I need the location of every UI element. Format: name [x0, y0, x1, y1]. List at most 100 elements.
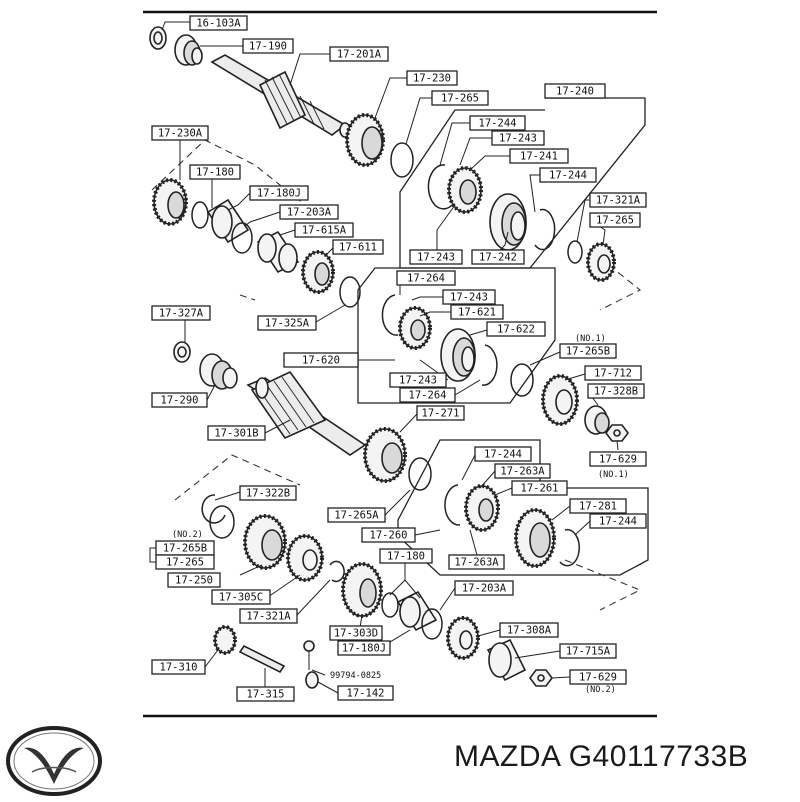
svg-text:17-264: 17-264: [409, 390, 447, 402]
svg-text:17-250: 17-250: [175, 575, 213, 587]
callout-99794-0825: 99794-0825: [330, 671, 381, 681]
svg-text:17-263A: 17-263A: [454, 557, 499, 569]
callout-17-328B: 17-328B: [587, 383, 645, 399]
svg-text:17-321A: 17-321A: [596, 195, 641, 207]
part-input-shaft-17-201A: [210, 54, 351, 138]
svg-text:17-265B: 17-265B: [566, 346, 610, 358]
guide-dashed-lower-left: [174, 454, 301, 501]
svg-text:17-620: 17-620: [302, 355, 340, 367]
callout-17-243-a: 17-243: [491, 130, 545, 146]
part-gear-17-308A: [446, 616, 480, 660]
part-ring-17-325A: [339, 276, 361, 308]
svg-text:17-611: 17-611: [339, 242, 377, 254]
guide-dashed-lower-right: [564, 559, 642, 611]
callout-17-243-d: 17-243: [389, 372, 447, 388]
svg-text:17-264: 17-264: [407, 273, 445, 285]
callout-17-308A: 17-308A: [499, 622, 559, 638]
callout-17-190: 17-190: [242, 38, 294, 54]
part-snap-ring-17-244-c: [444, 484, 461, 526]
svg-text:17-271: 17-271: [422, 408, 460, 420]
svg-text:17-240: 17-240: [556, 86, 594, 98]
callout-17-180J-b: 17-180J: [337, 640, 391, 656]
note-no1-top: (NO.1): [575, 334, 606, 344]
callout-17-611: 17-611: [332, 239, 384, 255]
part-bearing-17-180J-a: [206, 198, 250, 244]
callout-17-327A: 17-327A: [151, 305, 211, 321]
note-no1-bottom: (NO.1): [598, 470, 629, 480]
svg-text:17-265B: 17-265B: [163, 543, 207, 555]
part-sleeve-17-242: [489, 193, 527, 251]
svg-text:17-203A: 17-203A: [462, 583, 507, 595]
part-ring-17-203A-b: [421, 608, 443, 640]
callout-17-620: 17-620: [283, 352, 359, 368]
part-hub-17-241: [447, 166, 483, 214]
svg-text:17-629: 17-629: [579, 672, 617, 684]
svg-text:17-265: 17-265: [166, 557, 204, 569]
callout-17-265B-a: 17-265B: [559, 343, 617, 359]
callout-17-242: 17-242: [471, 249, 525, 265]
svg-text:17-712: 17-712: [594, 368, 632, 380]
svg-text:17-629: 17-629: [599, 454, 637, 466]
callout-17-240: 17-240: [544, 83, 606, 99]
callout-17-622: 17-622: [486, 321, 546, 337]
svg-text:17-265: 17-265: [596, 215, 634, 227]
guide-dashed-upper-left: [151, 139, 306, 206]
svg-text:17-243: 17-243: [399, 375, 437, 387]
callout-17-230A: 17-230A: [151, 125, 209, 141]
svg-text:17-244: 17-244: [479, 118, 517, 130]
part-idler-shaft-17-315: [238, 644, 286, 674]
part-snap-ring-17-244-d: [559, 528, 580, 567]
svg-text:17-315: 17-315: [247, 689, 285, 701]
part-gear-17-305C: [286, 534, 324, 582]
svg-text:17-328B: 17-328B: [594, 386, 638, 398]
svg-text:17-180J: 17-180J: [342, 643, 386, 655]
svg-text:17-615A: 17-615A: [302, 225, 347, 237]
callout-17-301B: 17-301B: [207, 425, 266, 441]
note-no2-bottom: (NO.2): [585, 685, 616, 695]
callout-17-244-c: 17-244: [474, 446, 532, 462]
svg-text:17-244: 17-244: [549, 170, 587, 182]
part-ring-17-265B-right: [510, 363, 534, 397]
callout-17-261: 17-261: [511, 480, 568, 496]
callout-17-321A-b: 17-321A: [239, 608, 298, 624]
part-nut-17-629-a: [605, 424, 629, 442]
svg-text:17-265A: 17-265A: [334, 510, 379, 522]
part-hub-17-621: [398, 306, 432, 350]
callout-17-712: 17-712: [584, 365, 642, 381]
callout-17-230: 17-230: [406, 70, 458, 86]
callout-17-303D: 17-303D: [329, 625, 383, 641]
svg-text:17-201A: 17-201A: [337, 49, 382, 61]
part-washer-17-180-b: [381, 592, 399, 618]
part-ring-17-265A: [408, 457, 432, 491]
part-gear-17-271: [363, 427, 407, 483]
callout-17-180J-a: 17-180J: [249, 185, 309, 201]
callout-17-621: 17-621: [450, 304, 504, 320]
svg-text:17-180: 17-180: [196, 167, 234, 179]
svg-text:16-103A: 16-103A: [196, 18, 241, 30]
callout-17-271: 17-271: [416, 405, 465, 421]
part-snap-ring-17-244-b: [534, 208, 556, 251]
callout-17-629-a: 17-629: [589, 451, 647, 467]
group-bracket-17-260: [397, 439, 649, 576]
part-bolt-99794-0825: [303, 640, 315, 670]
svg-text:17-310: 17-310: [160, 662, 198, 674]
callout-17-201A: 17-201A: [329, 46, 389, 62]
svg-text:17-305C: 17-305C: [219, 592, 263, 604]
part-bushing-17-142: [305, 671, 319, 689]
svg-text:17-242: 17-242: [479, 252, 517, 264]
callout-17-265A: 17-265A: [327, 507, 386, 523]
part-gear-17-250: [243, 514, 287, 570]
callout-17-263A-a: 17-263A: [494, 463, 551, 479]
part-washer-17-180-a: [191, 201, 209, 229]
svg-text:17-281: 17-281: [579, 501, 617, 513]
svg-text:17-325A: 17-325A: [265, 318, 310, 330]
part-seal-17-327A: [173, 341, 191, 363]
svg-text:17-260: 17-260: [370, 530, 408, 542]
callout-17-244-d: 17-244: [589, 513, 647, 529]
svg-text:17-203A: 17-203A: [287, 207, 332, 219]
callout-17-260: 17-260: [361, 527, 416, 543]
callout-17-243-c: 17-243: [442, 289, 496, 305]
part-ring-17-265B-left: [209, 505, 235, 539]
part-gear-17-230A: [152, 178, 188, 226]
